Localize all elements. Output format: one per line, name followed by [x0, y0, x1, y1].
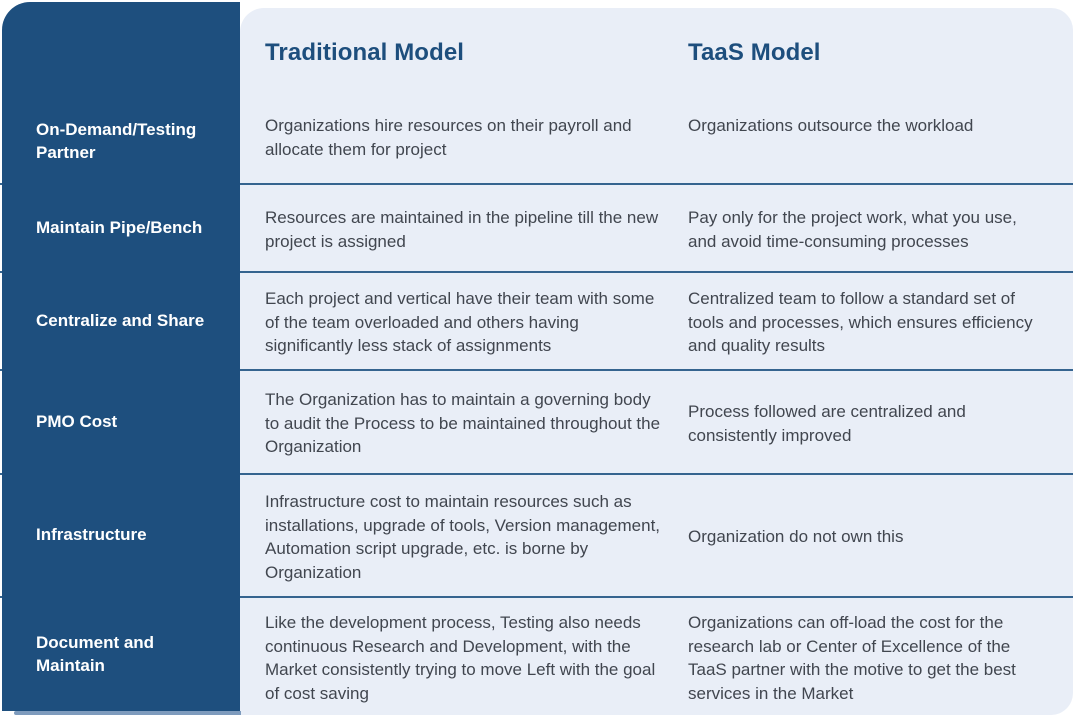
row-label-sidebar: On-Demand/Testing Partner Maintain Pipe/… [2, 2, 240, 711]
row-label-centralize-and-share: Centralize and Share [36, 310, 205, 330]
row-label-pmo-cost: PMO Cost [36, 411, 118, 431]
traditional-cell: Like the development process, Testing al… [265, 596, 663, 715]
taas-cell: Organizations can off-load the cost for … [688, 596, 1043, 715]
row-divider [0, 473, 1073, 475]
row-label-on-demand-testing-partner: On-Demand/Testing Partner [36, 119, 197, 162]
traditional-cell: Each project and vertical have their tea… [265, 271, 663, 369]
row-divider [0, 369, 1073, 371]
taas-cell: Pay only for the project work, what you … [688, 183, 1043, 271]
row-label-maintain-pipe-bench: Maintain Pipe/Bench [36, 217, 203, 237]
traditional-cell: Resources are maintained in the pipeline… [265, 183, 663, 271]
taas-cell: Organization do not own this [688, 473, 1043, 596]
row-label-document-and-maintain: Document and Maintain [36, 632, 155, 675]
traditional-cell: Infrastructure cost to maintain resource… [265, 473, 663, 596]
taas-cell: Process followed are centralized and con… [688, 369, 1043, 473]
table-row: The Organization has to maintain a gover… [240, 369, 1073, 473]
cell-text: Organization do not own this [688, 527, 904, 547]
taas-cell: TaaS Model Organizations outsource the w… [688, 8, 1043, 183]
cell-text: Organizations outsource the workload [688, 116, 974, 135]
cell-text: Process followed are centralized and con… [688, 402, 966, 445]
cell-text: Each project and vertical have their tea… [265, 289, 655, 356]
cell-text: Organizations hire resources on their pa… [265, 116, 632, 159]
table-row: Each project and vertical have their tea… [240, 271, 1073, 369]
column-header-traditional-model: Traditional Model [265, 39, 465, 66]
cell-text: Centralized team to follow a standard se… [688, 289, 1033, 356]
cell-text: Infrastructure cost to maintain resource… [265, 492, 661, 582]
row-label-infrastructure: Infrastructure [36, 525, 147, 544]
cell-text: Organizations can off-load the cost for … [688, 613, 1016, 703]
table-body: Traditional Model Organizations hire res… [240, 8, 1073, 715]
traditional-cell: The Organization has to maintain a gover… [265, 369, 663, 473]
row-divider [0, 183, 1073, 185]
taas-cell: Centralized team to follow a standard se… [688, 271, 1043, 369]
cell-text: Pay only for the project work, what you … [688, 208, 1017, 251]
cell-text: Like the development process, Testing al… [265, 613, 656, 703]
cell-text: The Organization has to maintain a gover… [265, 390, 661, 457]
column-header-taas-model: TaaS Model [688, 39, 821, 66]
row-divider [0, 271, 1073, 273]
traditional-cell: Traditional Model Organizations hire res… [265, 8, 663, 183]
table-row: Infrastructure cost to maintain resource… [240, 473, 1073, 596]
table-row: Resources are maintained in the pipeline… [240, 183, 1073, 271]
sidebar-bottom-strip [14, 711, 241, 715]
row-divider [0, 596, 1073, 598]
table-row: Traditional Model Organizations hire res… [240, 8, 1073, 183]
table-row: Like the development process, Testing al… [240, 596, 1073, 715]
cell-text: Resources are maintained in the pipeline… [265, 208, 659, 251]
